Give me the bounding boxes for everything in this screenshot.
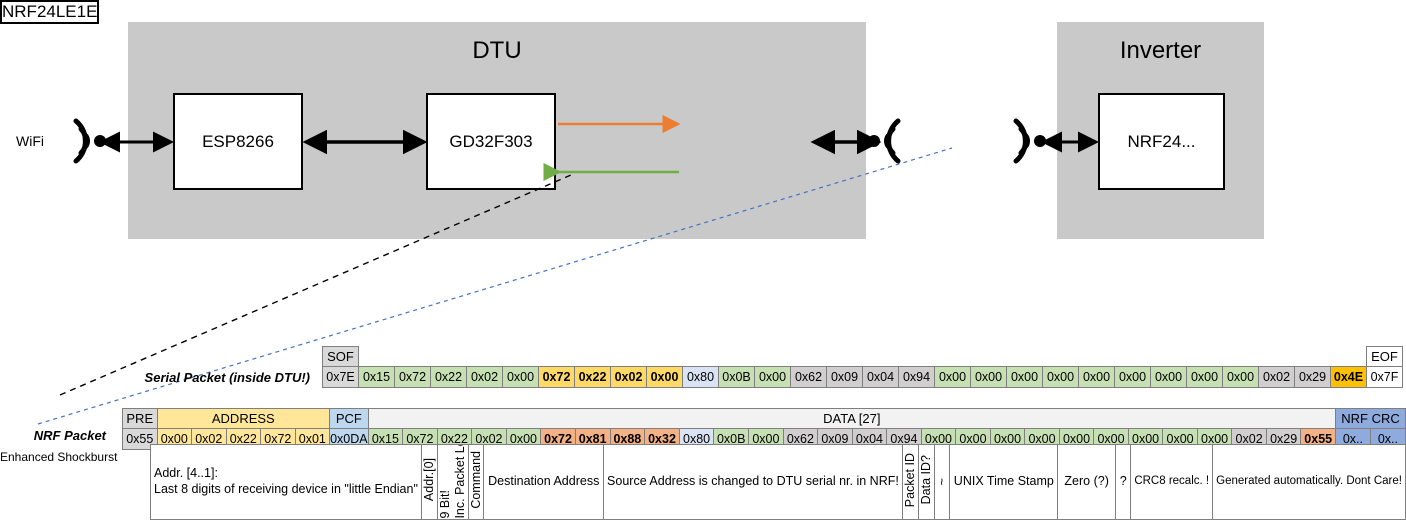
serial-byte-11: 0x0B	[718, 366, 755, 388]
inverter-title: Inverter	[1119, 37, 1202, 64]
chip-nrf24: NRF24...	[1098, 93, 1225, 190]
serial-byte-7: 0x22	[574, 366, 611, 388]
serial-byte-17: 0x00	[934, 366, 971, 388]
desc-source-address: Source Address is changed to DTU serial …	[603, 444, 903, 520]
description-row: Addr. [4..1]:Last 8 digits of receiving …	[150, 444, 1406, 520]
serial-byte-3: 0x22	[430, 366, 467, 388]
serial-byte-2: 0x72	[394, 366, 431, 388]
serial-byte-0: 0x7E	[322, 366, 359, 388]
nrf-header-data: DATA [27]	[367, 408, 1337, 429]
desc-question: ?	[1115, 444, 1132, 520]
serial-header-gap	[359, 347, 1367, 367]
serial-byte-8: 0x02	[610, 366, 647, 388]
serial-byte-20: 0x00	[1042, 366, 1079, 388]
nrf-header-crc: NRF CRC	[1335, 408, 1406, 429]
serial-byte-18: 0x00	[970, 366, 1007, 388]
chip-nrf24-label: NRF24...	[1127, 131, 1196, 151]
desc-crc8: CRC8 recalc. !	[1130, 444, 1214, 520]
serial-byte-22: 0x00	[1114, 366, 1151, 388]
serial-byte-21: 0x00	[1078, 366, 1115, 388]
desc-destination-address: Destination Address	[483, 444, 605, 520]
serial-byte-9: 0x00	[646, 366, 683, 388]
chip-esp8266-label: ESP8266	[202, 131, 274, 151]
serial-byte-1: 0x15	[358, 366, 395, 388]
serial-byte-29: 0x7F	[1366, 366, 1403, 388]
desc-tilde: ~	[933, 444, 951, 520]
serial-byte-6: 0x72	[538, 366, 575, 388]
wifi-label: WiFi	[16, 133, 44, 149]
serial-byte-27: 0x29	[1294, 366, 1331, 388]
serial-byte-19: 0x00	[1006, 366, 1043, 388]
serial-packet-header-row: SOF EOF	[322, 346, 1403, 367]
nrf-packet-label: NRF Packet	[33, 428, 106, 443]
serial-byte-12: 0x00	[754, 366, 791, 388]
serial-header-sof: SOF	[322, 346, 359, 367]
serial-byte-25: 0x00	[1222, 366, 1259, 388]
serial-byte-26: 0x02	[1258, 366, 1295, 388]
desc-unix-timestamp: UNIX Time Stamp	[949, 444, 1059, 520]
dtu-title: DTU	[472, 37, 522, 64]
serial-byte-4: 0x02	[466, 366, 503, 388]
nrf-header-address: ADDRESS	[156, 408, 331, 429]
serial-header-eof: EOF	[1366, 346, 1403, 367]
desc-addr0: Addr.[0]	[420, 444, 438, 520]
desc-zero: Zero (?)	[1057, 444, 1117, 520]
desc-data-id: Data ID?	[917, 444, 935, 520]
desc-pcf: 9 Bit! Inc. Packet Length	[436, 444, 469, 520]
nrf-byte-0: 0x55	[122, 428, 158, 450]
serial-byte-14: 0x09	[826, 366, 863, 388]
serial-byte-5: 0x00	[502, 366, 539, 388]
nrf-field-description-table: Addr. [4..1]:Last 8 digits of receiving …	[150, 444, 1406, 520]
chip-gd32f303-label: GD32F303	[449, 131, 533, 151]
serial-packet-label: Serial Packet (inside DTU!)	[144, 370, 310, 385]
nrf-packet-sublabel: Enhanced Shockburst	[0, 450, 118, 464]
chip-nrf24le1e-label: NRF24LE1E	[2, 2, 98, 21]
serial-byte-28: 0x4E	[1330, 366, 1367, 388]
desc-packet-id: Packet ID	[901, 444, 919, 520]
nrf-header-pre: PRE	[122, 408, 158, 429]
chip-nrf24le1e: NRF24LE1E	[0, 0, 100, 24]
serial-byte-15: 0x04	[862, 366, 899, 388]
serial-byte-23: 0x00	[1150, 366, 1187, 388]
serial-byte-10: 0x80	[682, 366, 719, 388]
desc-command: Command	[467, 444, 485, 520]
serial-byte-24: 0x00	[1186, 366, 1223, 388]
serial-byte-16: 0x94	[898, 366, 935, 388]
serial-byte-13: 0x62	[790, 366, 827, 388]
desc-nrf-crc: Generated automatically. Dont Care!	[1212, 444, 1406, 520]
desc-address: Addr. [4..1]:Last 8 digits of receiving …	[150, 444, 422, 520]
nrf-header-pcf: PCF	[329, 408, 369, 429]
